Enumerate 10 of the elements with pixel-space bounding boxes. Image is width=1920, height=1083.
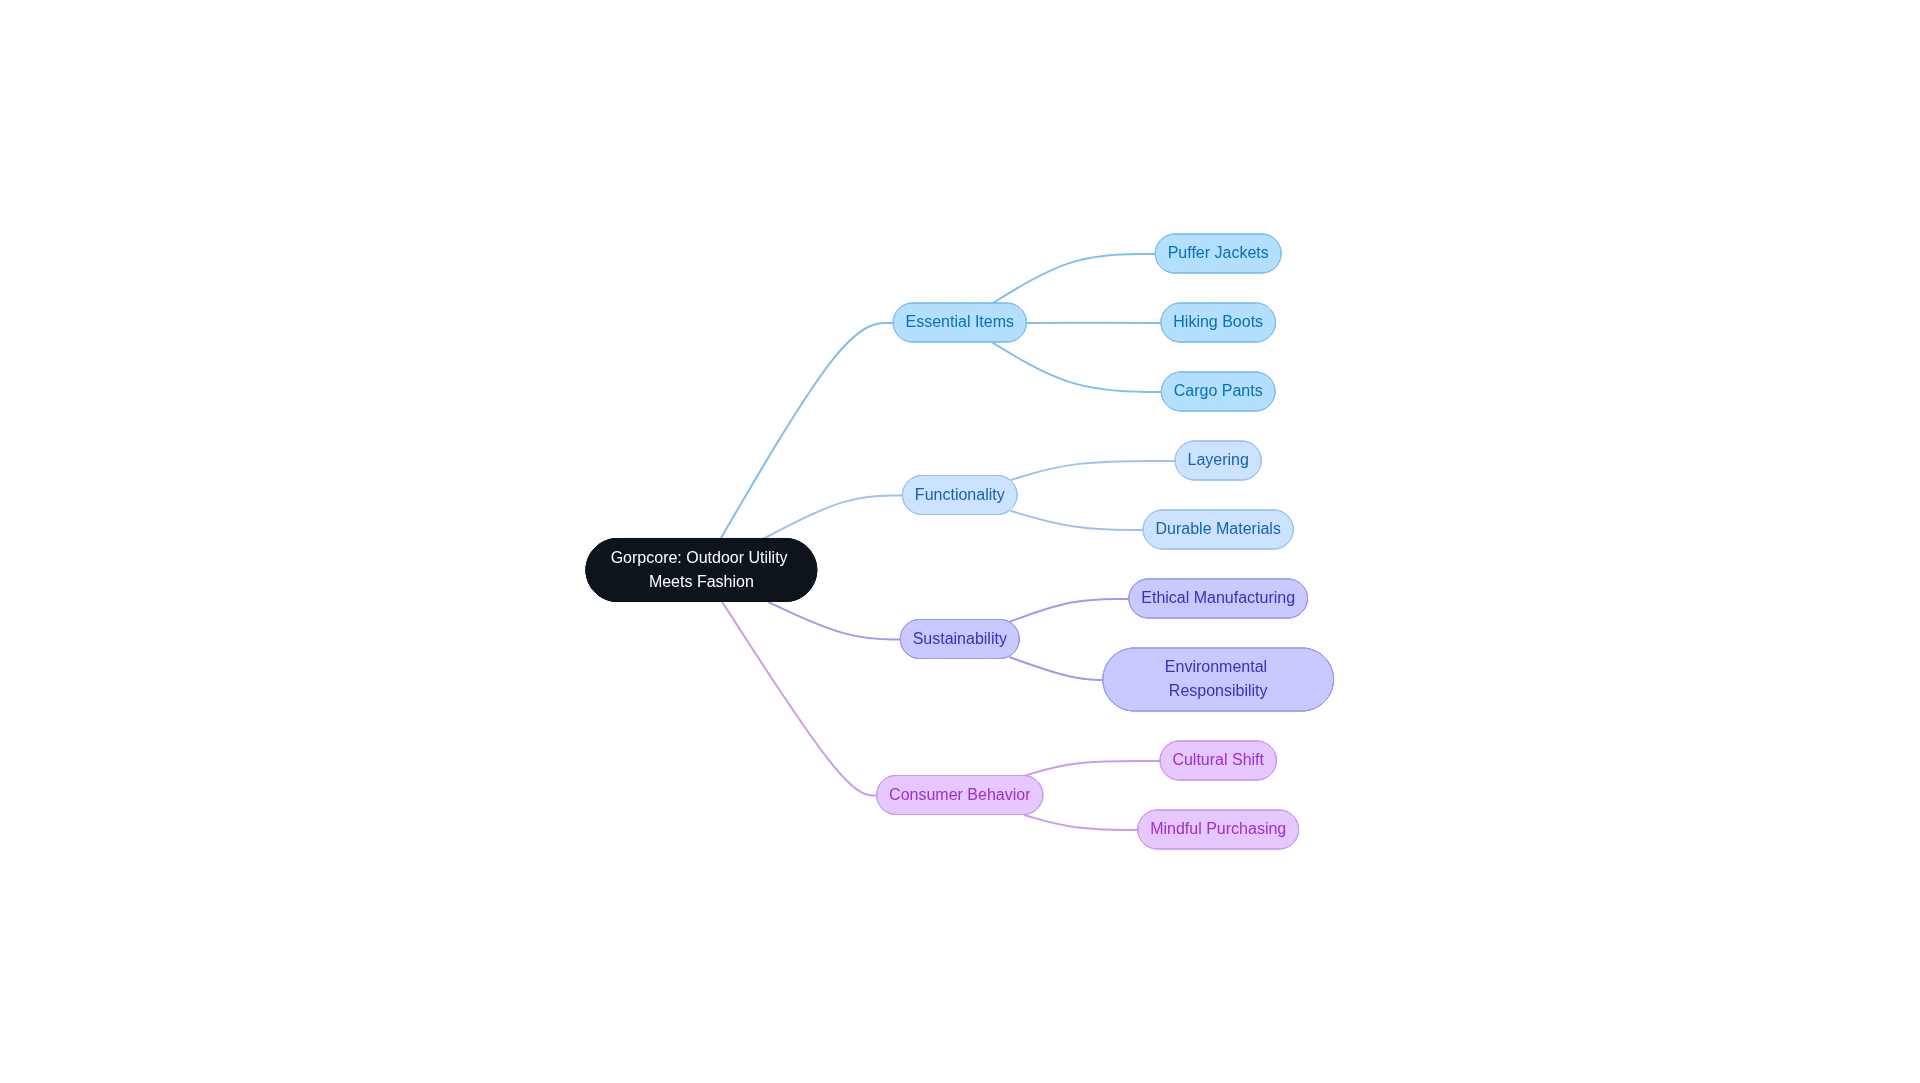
connector [721, 601, 879, 797]
connector [1009, 459, 1177, 482]
connector [1008, 655, 1105, 681]
connector [1023, 814, 1140, 831]
connector [991, 252, 1157, 305]
connector [1008, 597, 1131, 624]
connector [719, 321, 895, 540]
connector [767, 601, 902, 641]
connector [1009, 509, 1145, 531]
connector [1026, 321, 1163, 324]
